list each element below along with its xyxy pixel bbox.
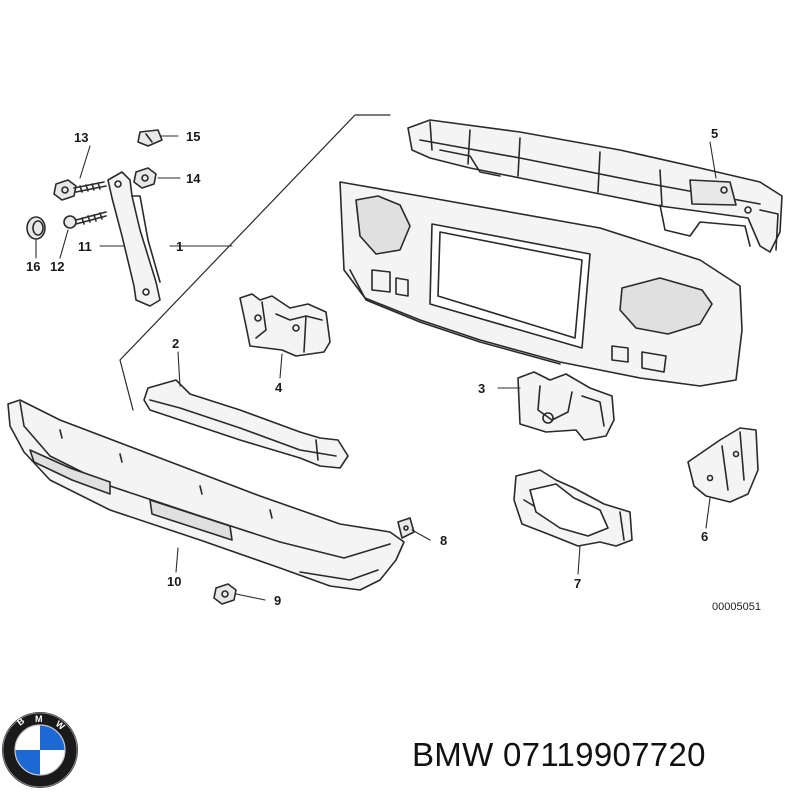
callout-13: 13 [74,130,88,145]
part-11-bracket [107,171,161,307]
part-4-headlight-bracket [239,293,331,357]
part-1-front-panel [339,181,743,387]
part-2-lower-beam [143,379,349,469]
part-13-bolt [53,179,107,201]
part-number-label: BMW 07119907720 [412,736,706,773]
callout-12: 12 [50,259,64,274]
callout-14: 14 [186,171,201,186]
part-10-spoiler [7,399,405,591]
callout-5: 5 [711,126,718,141]
bmw-logo: B M W [2,712,78,788]
callout-2: 2 [172,336,179,351]
drawing-code: 00005051 [712,601,761,613]
leader-lines [35,135,717,601]
part-7-headlight-frame [513,469,633,547]
part-14-nut [133,167,157,189]
callout-4: 4 [275,380,283,395]
callout-9: 9 [274,593,281,608]
part-16-grommet [26,216,46,240]
callout-10: 10 [167,574,181,589]
part-9-screw [213,583,237,605]
part-6-corner-bracket [687,427,759,503]
callout-1: 1 [176,239,183,254]
callout-16: 16 [26,259,40,274]
part-8-clip-nut [397,517,415,539]
svg-text:B: B [15,715,27,727]
part-15-clip [137,129,163,147]
part-3-headlight-bracket [517,371,615,441]
callout-7: 7 [574,576,581,591]
callout-3: 3 [478,381,485,396]
part-5-upper-support [407,119,783,253]
part-12-screw [63,211,107,229]
callout-15: 15 [186,129,200,144]
callout-11: 11 [78,239,92,254]
callout-8: 8 [440,533,447,548]
svg-text:M: M [35,714,43,724]
callout-6: 6 [701,529,708,544]
